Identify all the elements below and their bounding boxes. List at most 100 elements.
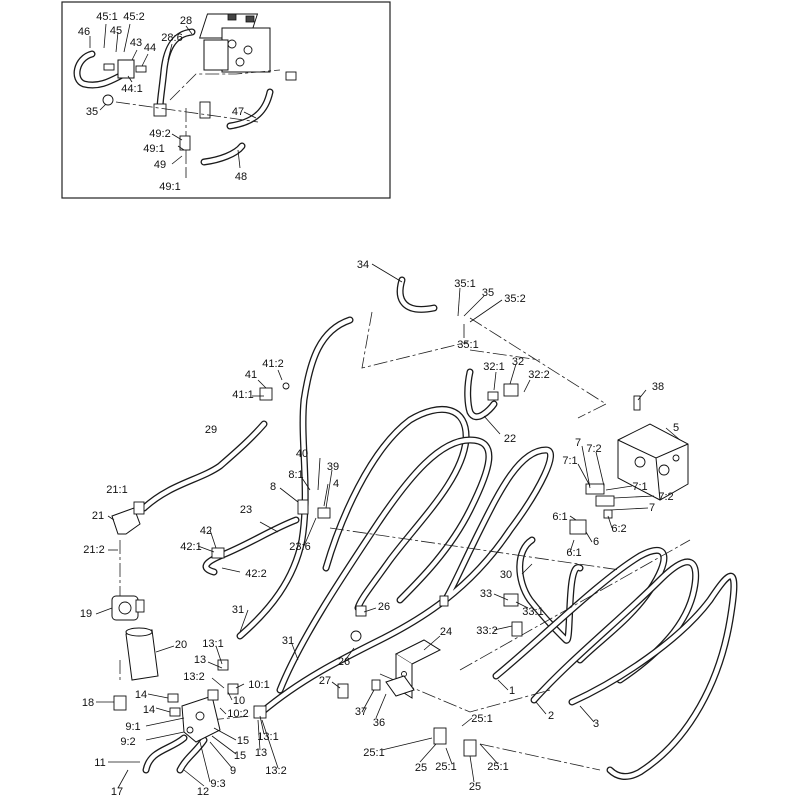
callout-35-inset: 35	[86, 106, 98, 118]
manifold-9	[181, 689, 221, 743]
callout-26b: 26	[338, 656, 350, 668]
callout-45: 45	[110, 25, 122, 37]
callout-13-1b: 13:1	[257, 731, 278, 743]
callout-18: 18	[82, 697, 94, 709]
fitting-8	[297, 499, 309, 515]
callout-7-1b: 7:1	[632, 481, 647, 493]
valve-block-5	[617, 423, 689, 501]
callout-47: 47	[232, 106, 244, 118]
callout-7-2a: 7:2	[586, 443, 601, 455]
callout-21-2: 21:2	[83, 544, 104, 556]
fitting-41	[259, 387, 273, 401]
callout-42-2: 42:2	[245, 568, 266, 580]
callout-31b: 31	[282, 635, 294, 647]
callout-5: 5	[673, 422, 679, 434]
callout-34: 34	[357, 259, 369, 271]
callout-44: 44	[144, 42, 156, 54]
leader-lines	[89, 23, 681, 789]
fitting-14	[167, 693, 179, 703]
callout-13-1a: 13:1	[202, 638, 223, 650]
callout-31a: 31	[232, 604, 244, 616]
callout-25-1a: 25:1	[471, 713, 492, 725]
callout-labels: 46 45:1 45 45:2 43 44 28 28:6 44:1 35 47…	[78, 11, 679, 798]
callout-30: 30	[500, 569, 512, 581]
callout-24: 24	[440, 626, 452, 638]
callout-36: 36	[373, 717, 385, 729]
callout-46: 46	[78, 26, 90, 38]
callout-45-1: 45:1	[96, 11, 117, 23]
callout-44-1: 44:1	[121, 83, 142, 95]
callout-15a: 15	[237, 735, 249, 747]
callout-25b: 25	[469, 781, 481, 793]
callout-25a: 25	[415, 762, 427, 774]
plate-36	[385, 675, 415, 697]
callout-42: 42	[200, 525, 212, 537]
inset-manifold-43	[117, 59, 135, 79]
callout-33: 33	[480, 588, 492, 600]
callout-35-1a: 35:1	[454, 278, 475, 290]
callout-26a: 26	[378, 601, 390, 613]
fitting-37	[371, 679, 381, 691]
inset-detail	[61, 1, 391, 199]
callout-28: 28	[180, 15, 192, 27]
fitting-27	[337, 683, 349, 699]
callout-41-1: 41:1	[232, 389, 253, 401]
inset-control-valve	[198, 13, 271, 73]
callout-49-1a: 49:1	[143, 143, 164, 155]
callout-40: 40	[296, 448, 308, 460]
callout-23: 23	[240, 504, 252, 516]
fitting-13	[217, 659, 229, 671]
callout-7b: 7	[649, 502, 655, 514]
callout-13b: 13	[255, 747, 267, 759]
callout-35-2: 35:2	[504, 293, 525, 305]
callout-14a: 14	[135, 689, 147, 701]
filter-head-19	[111, 595, 145, 621]
callout-19: 19	[80, 608, 92, 620]
fitting-25	[433, 727, 447, 745]
callout-6-2: 6:2	[611, 523, 626, 535]
callout-38: 38	[652, 381, 664, 393]
callout-4: 4	[333, 478, 339, 490]
hose-group	[140, 276, 738, 780]
fitting-42	[211, 547, 225, 559]
inset-frame	[61, 1, 391, 199]
elbow-33	[503, 593, 519, 607]
callout-43: 43	[130, 37, 142, 49]
elbow-32	[503, 383, 519, 397]
callout-9-1: 9:1	[125, 721, 140, 733]
callout-9: 9	[230, 765, 236, 777]
callout-14b: 14	[143, 704, 155, 716]
callout-33-1: 33:1	[522, 606, 543, 618]
callout-7-2b: 7:2	[658, 491, 673, 503]
callout-41-2: 41:2	[262, 358, 283, 370]
fitting-4	[317, 507, 331, 519]
fitting-7	[585, 483, 605, 495]
callout-25-1d: 25:1	[487, 761, 508, 773]
callout-49-1b: 49:1	[159, 181, 180, 193]
callout-25-1b: 25:1	[363, 747, 384, 759]
callout-35-1b: 35:1	[457, 339, 478, 351]
callout-10-2: 10:2	[227, 708, 248, 720]
callout-12: 12	[197, 786, 209, 798]
callout-11: 11	[94, 757, 105, 769]
callout-13-2b: 13:2	[265, 765, 286, 777]
callout-10-1: 10:1	[248, 679, 269, 691]
callout-6: 6	[593, 536, 599, 548]
tee-6	[569, 519, 587, 535]
callout-23-6: 23:6	[289, 541, 310, 553]
callout-41: 41	[245, 369, 257, 381]
fitting-26	[355, 605, 367, 617]
callout-21: 21	[92, 510, 104, 522]
callout-7-1a: 7:1	[562, 455, 577, 467]
callout-37: 37	[355, 706, 367, 718]
callout-49-2: 49:2	[149, 128, 170, 140]
callout-45-2: 45:2	[123, 11, 144, 23]
callout-6-1a: 6:1	[552, 511, 567, 523]
bolt-38	[633, 395, 641, 411]
callout-8-1: 8:1	[288, 469, 303, 481]
callout-35: 35	[482, 287, 494, 299]
callout-9-2: 9:2	[120, 736, 135, 748]
callout-21-1: 21:1	[106, 484, 127, 496]
callout-20: 20	[175, 639, 187, 651]
